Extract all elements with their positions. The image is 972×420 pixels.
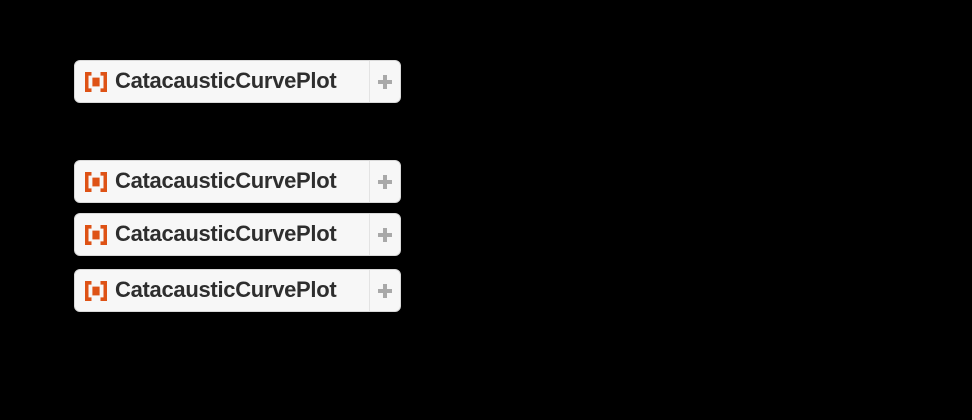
- plus-icon: [378, 283, 392, 298]
- expand-plus-button[interactable]: [369, 161, 400, 202]
- resource-function-icon: [85, 71, 107, 92]
- expand-plus-button[interactable]: [369, 270, 400, 311]
- resource-function-chip[interactable]: CatacausticCurvePlot: [74, 213, 401, 256]
- resource-function-label: CatacausticCurvePlot: [115, 220, 337, 246]
- resource-function-icon: [85, 171, 107, 192]
- plus-icon: [378, 174, 392, 189]
- expand-plus-button[interactable]: [369, 214, 400, 255]
- resource-function-chip[interactable]: CatacausticCurvePlot: [74, 269, 401, 312]
- resource-function-label: CatacausticCurvePlot: [115, 276, 337, 302]
- resource-function-chip[interactable]: CatacausticCurvePlot: [74, 160, 401, 203]
- expand-plus-button[interactable]: [369, 61, 400, 102]
- resource-function-label: CatacausticCurvePlot: [115, 67, 337, 93]
- resource-function-body[interactable]: CatacausticCurvePlot: [75, 61, 369, 102]
- plus-icon: [378, 227, 392, 242]
- resource-function-body[interactable]: CatacausticCurvePlot: [75, 161, 369, 202]
- resource-function-chip[interactable]: CatacausticCurvePlot: [74, 60, 401, 103]
- resource-function-icon: [85, 224, 107, 245]
- resource-function-icon: [85, 280, 107, 301]
- resource-function-label: CatacausticCurvePlot: [115, 167, 337, 193]
- resource-function-body[interactable]: CatacausticCurvePlot: [75, 214, 369, 255]
- plus-icon: [378, 74, 392, 89]
- resource-function-body[interactable]: CatacausticCurvePlot: [75, 270, 369, 311]
